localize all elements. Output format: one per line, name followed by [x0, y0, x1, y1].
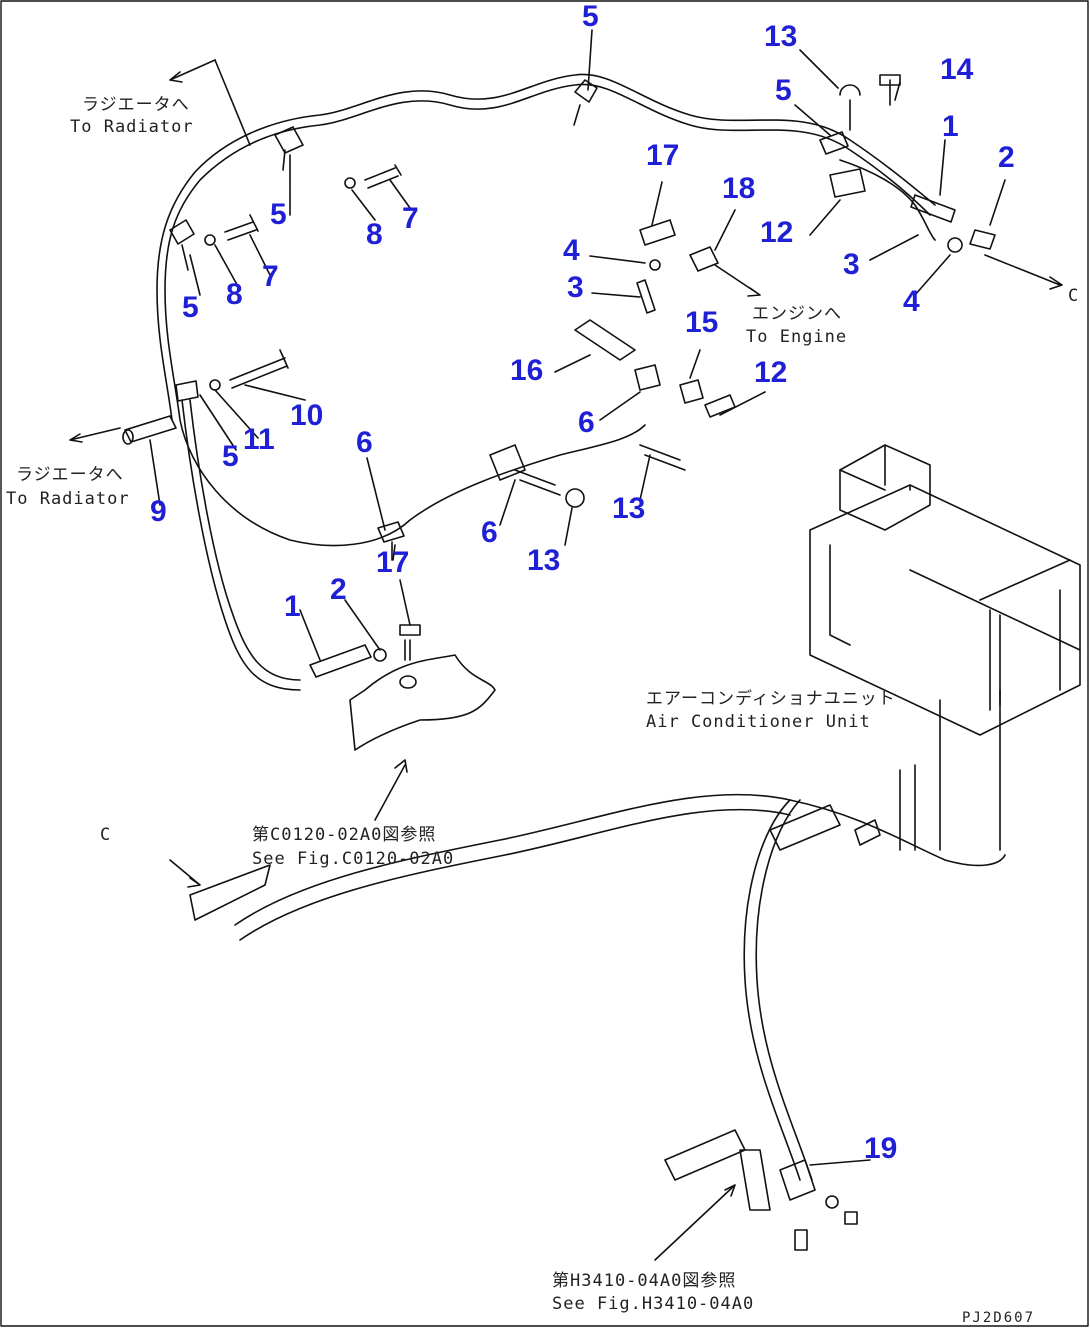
- note-to-radiator-top-en: To Radiator: [70, 117, 194, 137]
- callout-6[interactable]: 6: [578, 406, 595, 439]
- callout-7[interactable]: 7: [262, 260, 279, 293]
- note-ac-unit-jp: エアーコンディショナユニット: [646, 689, 896, 709]
- ref-c-right: C: [1068, 286, 1080, 306]
- callout-2[interactable]: 2: [998, 141, 1015, 174]
- callout-5[interactable]: 5: [270, 198, 287, 231]
- callout-17[interactable]: 17: [376, 546, 410, 579]
- callout-3[interactable]: 3: [567, 271, 584, 304]
- note-to-engine-en: To Engine: [746, 327, 848, 347]
- upper-hose-loop: [164, 83, 931, 547]
- lower-hose: [234, 793, 1006, 926]
- callout-6[interactable]: 6: [356, 426, 373, 459]
- sleeve-9: [124, 415, 177, 443]
- callout-5[interactable]: 5: [582, 0, 599, 33]
- callout-8[interactable]: 8: [226, 278, 243, 311]
- note-ac-unit-en: Air Conditioner Unit: [646, 712, 871, 732]
- callout-8[interactable]: 8: [366, 218, 383, 251]
- callout-17[interactable]: 17: [646, 139, 680, 172]
- drawing-code: PJ2D607: [962, 1310, 1036, 1326]
- note-see-fig-c0120-en: See Fig.C0120-02A0: [252, 849, 455, 869]
- callout-6[interactable]: 6: [481, 516, 498, 549]
- ref-c-left: C: [100, 825, 112, 845]
- callout-1[interactable]: 1: [284, 590, 301, 623]
- left-drop-hose: [181, 399, 301, 691]
- callout-1[interactable]: 1: [942, 110, 959, 143]
- callout-16[interactable]: 16: [510, 354, 544, 387]
- callout-5[interactable]: 5: [182, 291, 199, 324]
- callout-9[interactable]: 9: [150, 495, 167, 528]
- callout-15[interactable]: 15: [685, 306, 719, 339]
- callout-3[interactable]: 3: [843, 248, 860, 281]
- note-to-radiator-left-en: To Radiator: [6, 489, 130, 509]
- callout-18[interactable]: 18: [722, 172, 756, 205]
- callout-13[interactable]: 13: [764, 20, 798, 53]
- callout-2[interactable]: 2: [330, 573, 347, 606]
- note-to-engine-jp: エンジンへ: [752, 304, 842, 324]
- callout-14[interactable]: 14: [940, 53, 974, 86]
- note-to-radiator-left-jp: ラジエータへ: [16, 465, 124, 485]
- note-see-fig-h3410-jp: 第H3410-04A0図参照: [552, 1271, 737, 1291]
- callout-5[interactable]: 5: [775, 74, 792, 107]
- callout-19[interactable]: 19: [864, 1132, 898, 1165]
- note-see-fig-c0120-jp: 第C0120-02A0図参照: [252, 825, 437, 845]
- callout-13[interactable]: 13: [612, 492, 646, 525]
- callout-12[interactable]: 12: [754, 356, 788, 389]
- callout-4[interactable]: 4: [563, 234, 580, 267]
- callout-13[interactable]: 13: [527, 544, 561, 577]
- note-to-radiator-top-jp: ラジエータへ: [82, 95, 190, 115]
- callout-11[interactable]: 11: [243, 423, 275, 456]
- callout-10[interactable]: 10: [290, 399, 324, 432]
- callout-7[interactable]: 7: [402, 202, 419, 235]
- callout-12[interactable]: 12: [760, 216, 794, 249]
- note-see-fig-h3410-en: See Fig.H3410-04A0: [552, 1294, 755, 1314]
- callout-5[interactable]: 5: [222, 440, 239, 473]
- air-conditioner-unit-drawing: [809, 444, 1081, 851]
- callout-4[interactable]: 4: [903, 285, 920, 318]
- cab-panel-fragment: [349, 654, 496, 751]
